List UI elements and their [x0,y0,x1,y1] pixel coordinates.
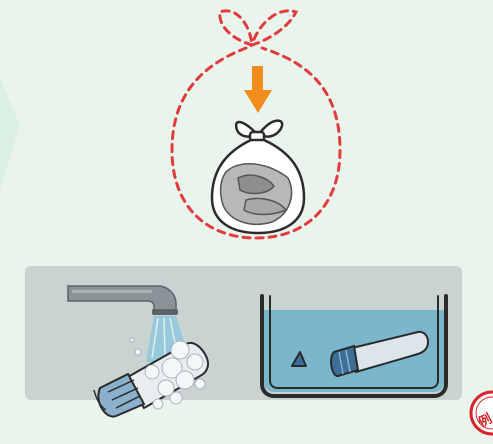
illustration-canvas [0,0,493,444]
